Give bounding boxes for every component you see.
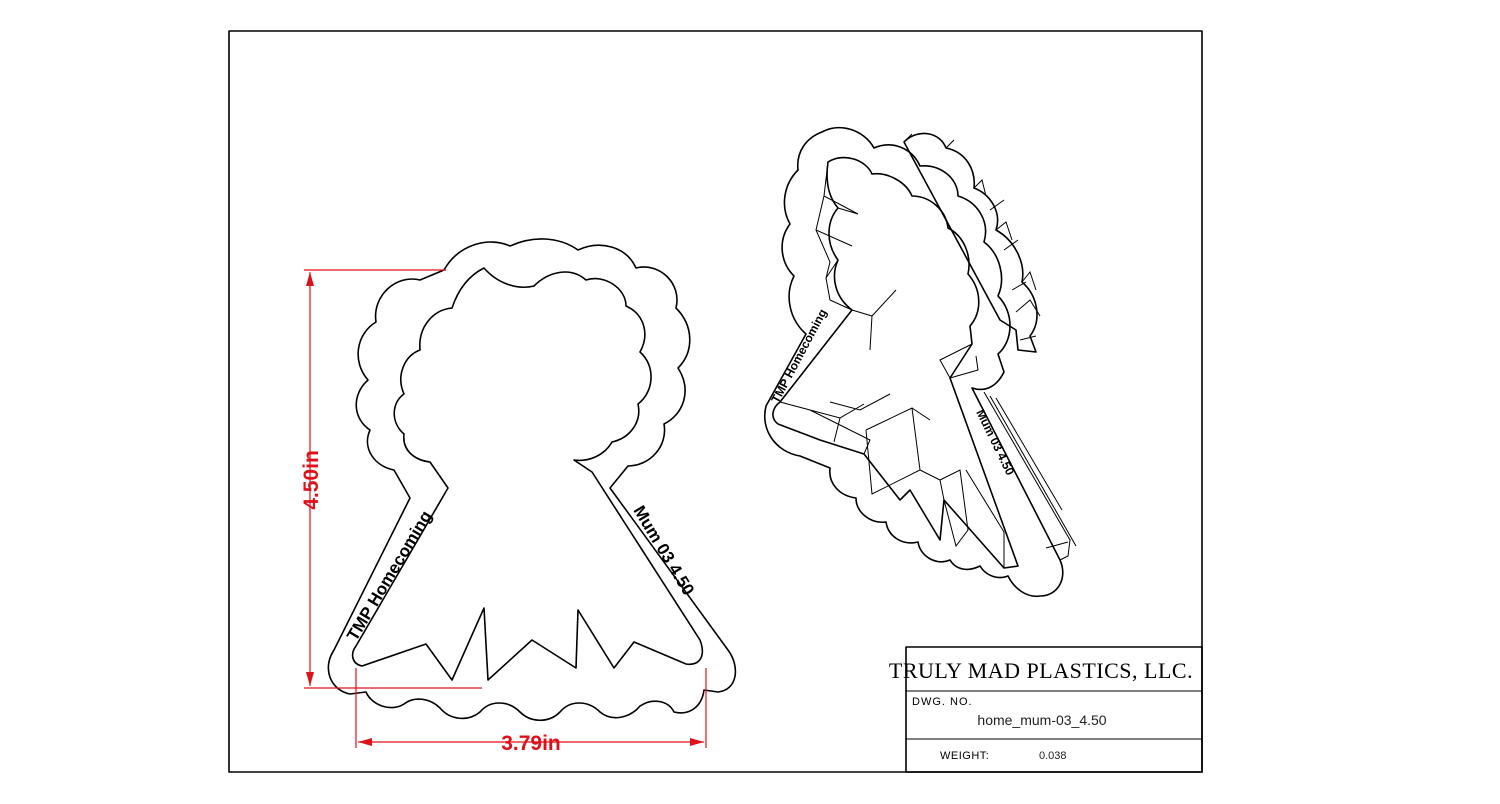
weight-label: WEIGHT:: [940, 750, 989, 762]
dimension-height: 4.50in: [300, 269, 482, 689]
width-dimension-label: 3.79in: [501, 732, 561, 755]
width-arrow-right: [690, 738, 704, 746]
height-arrow-top: [306, 272, 314, 286]
iso-engraving-left-strip: TMP Homecoming: [768, 307, 829, 406]
title-block: TRULY MAD PLASTICS, LLC. DWG. NO. home_m…: [889, 646, 1203, 773]
weight-value: 0.038: [1039, 750, 1067, 762]
front-view: TMP Homecoming Mum 03 4.50: [327, 238, 737, 722]
dwg-no-label: DWG. NO.: [912, 696, 973, 708]
iso-inner-outline: [772, 156, 1019, 569]
front-view-outer-outline: [327, 238, 737, 722]
isometric-view: TMP Homecoming Mum 03 4.50: [763, 126, 1077, 598]
iso-strip-side-lines: [983, 391, 1077, 561]
dwg-no-value: home_mum-03_4.50: [977, 712, 1106, 728]
front-view-inner-outline: [351, 267, 704, 681]
iso-engraving-right-strip: Mum 03 4.50: [973, 407, 1017, 478]
dimension-width: 3.79in: [355, 668, 707, 755]
engraving-left-strip: TMP Homecoming: [343, 507, 436, 644]
height-arrow-bottom: [306, 672, 314, 686]
title-block-frame: [905, 646, 1203, 773]
height-dimension-label: 4.50in: [300, 450, 323, 510]
company-name: TRULY MAD PLASTICS, LLC.: [889, 658, 1193, 683]
front-view-notch-lines: [483, 607, 579, 681]
iso-back-wall-lines: [903, 133, 1041, 341]
iso-cavity-wall-lines: [779, 161, 1005, 568]
iso-outer-outline: [763, 126, 1064, 598]
drawing-border: [228, 30, 1203, 773]
width-arrow-left: [358, 738, 372, 746]
